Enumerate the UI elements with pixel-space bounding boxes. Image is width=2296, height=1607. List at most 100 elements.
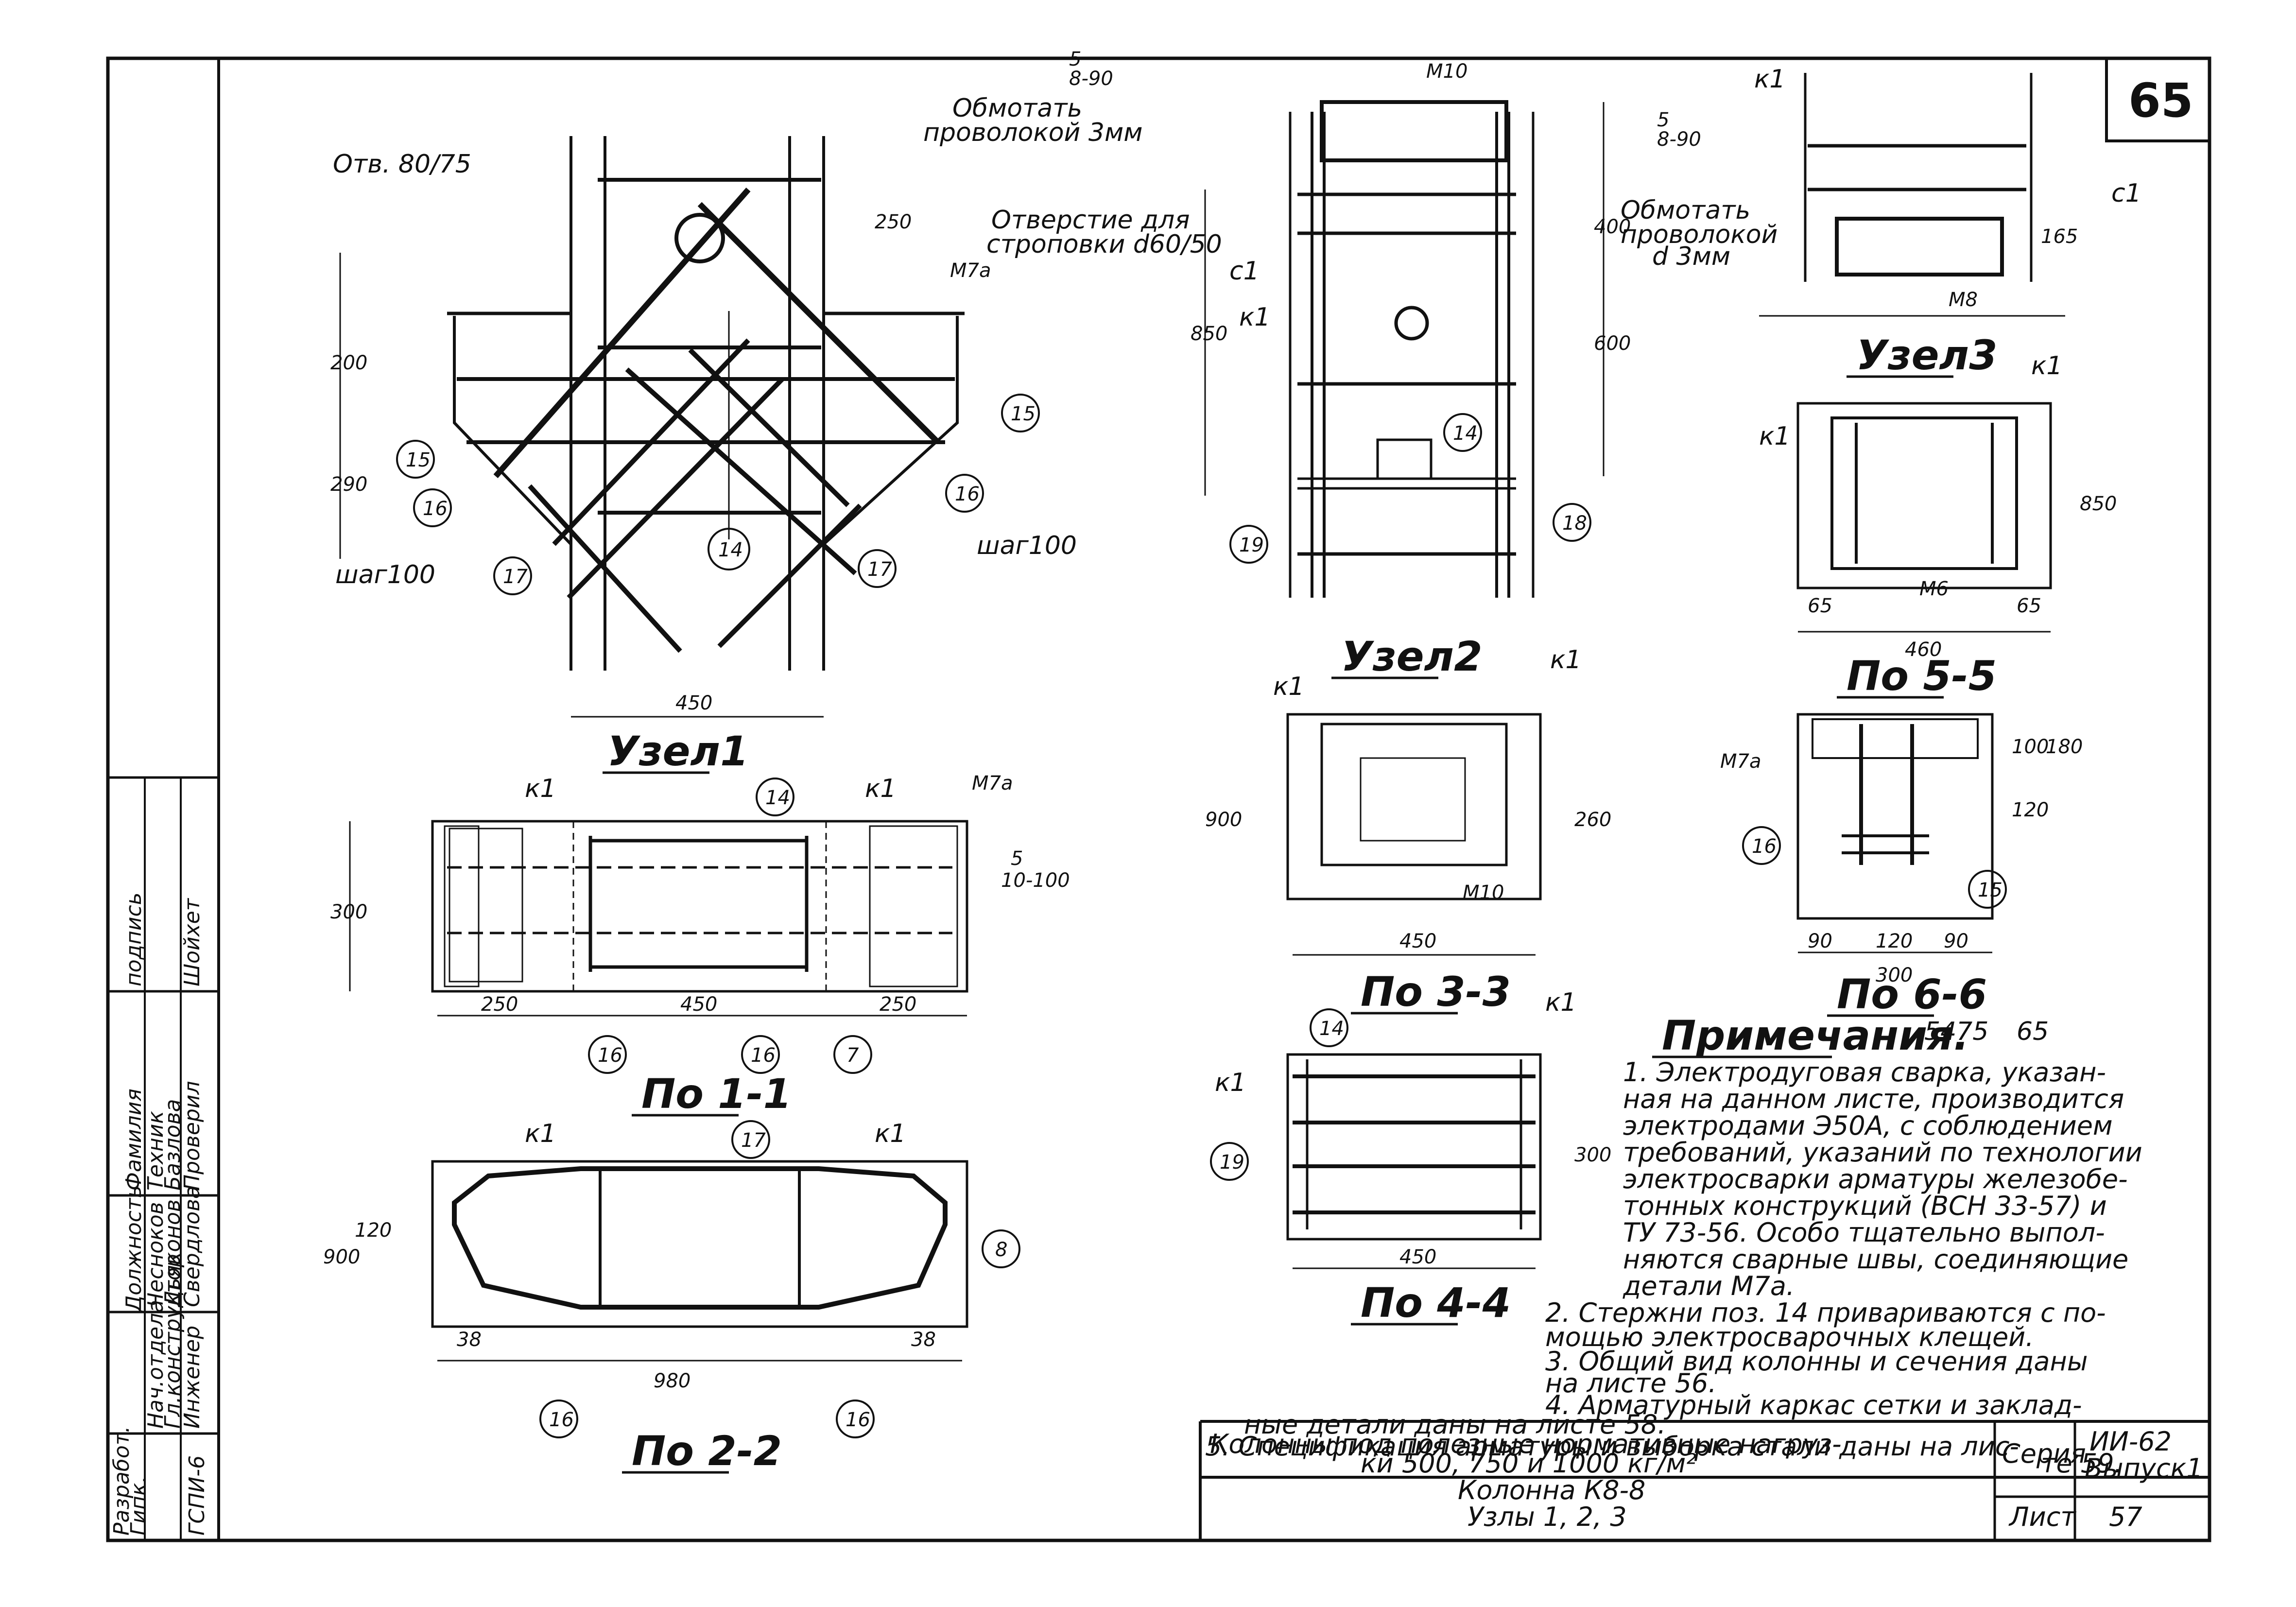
subtitle-line-1: Колонна К8-8 (1458, 1475, 1645, 1505)
label-k1-po33b: к1 (1545, 988, 1577, 1017)
label-m7-main: М7а (950, 259, 991, 282)
note-4b: ные детали даны на листе 58. (1244, 1409, 1666, 1440)
note-1c: электродами Э50А, с соблюдением (1623, 1110, 2113, 1141)
pos-19-b: 19 (1220, 1151, 1244, 1174)
callout-14-u1 (756, 778, 794, 816)
label-obmotat-2: Обмотать (1621, 196, 1750, 225)
label-shag100-b: шаг100 (977, 531, 1077, 560)
stamp-row2-pos: Гл.конструктор (160, 1254, 185, 1429)
seria-label: Серия (2002, 1438, 2086, 1469)
label-k1-u3b: к1 (2031, 351, 2063, 380)
note-4a: 4. Арматурный каркас сетки и заклад- (1545, 1390, 2082, 1420)
pos-16-f: 16 (846, 1409, 870, 1431)
callout-14-po33 (1310, 1008, 1348, 1047)
pos-14-b: 14 (765, 787, 790, 809)
pos-15-a: 15 (1011, 403, 1036, 425)
note-3b: на листе 56. (1545, 1368, 1717, 1399)
dim-300-po33: 300 (1574, 1144, 1611, 1166)
stamp-row2-name: Дьяконов (160, 1199, 185, 1308)
pos-17-a: 17 (503, 566, 528, 588)
callout-16-po55 (1742, 826, 1781, 865)
dim-38-po11b: 38 (911, 1329, 936, 1351)
dim-120-po11: 120 (355, 1219, 392, 1242)
stamp-row1-pos: Нач.отдела (143, 1300, 168, 1429)
tracking-number: 5475 (1924, 1017, 1988, 1046)
dim-200-main: 200 (330, 352, 367, 374)
stamp-header-fam: Фамилия (121, 1089, 146, 1191)
view-title-po66: По 6-6 (1837, 970, 1987, 1018)
note-2b: мощью электросварочных клещей. (1545, 1322, 2034, 1352)
note-5b: те 59. (2041, 1448, 2123, 1479)
label-m8-tr: М8 (1949, 289, 1978, 311)
dim-250-main: 250 (875, 211, 912, 233)
dim-250-u1-right: 250 (880, 993, 916, 1016)
callout-19-side (1229, 525, 1268, 564)
dim-165-tr: 165 (2041, 225, 2078, 248)
weld-side-bot: 8-90 (1069, 68, 1113, 90)
stamp-header-podp: подпись (121, 892, 146, 986)
callout-14-main (708, 528, 750, 570)
dim-300-u1: 300 (330, 901, 367, 923)
po33-drawing (1286, 1012, 1542, 1269)
pos-16-e: 16 (549, 1409, 574, 1431)
main-section-drawing (339, 136, 965, 718)
label-m7-po55: М7а (1720, 750, 1761, 773)
notes-block: 1. Электродуговая сварка, указан- ная на… (1205, 1057, 2142, 1479)
note-1g: ТУ 73-56. Особо тщательно выпол- (1623, 1217, 2105, 1248)
stamp-row4-pos: Техник (143, 1111, 168, 1191)
label-k1-u1b: к1 (865, 774, 897, 803)
uzel3-drawing (1796, 375, 2052, 633)
callout-16-po11b (836, 1400, 875, 1438)
label-k1-side: к1 (1239, 303, 1271, 332)
label-k1-po33a: к1 (1215, 1068, 1246, 1097)
list-value: 57 (2109, 1502, 2142, 1532)
dim-90-po55b: 90 (1944, 930, 1968, 952)
seria-value-2: Выпуск1 (2085, 1453, 2203, 1484)
label-s1-tr: с1 (2111, 179, 2141, 208)
side-elevation-drawing (1204, 100, 1605, 598)
dim-260-u2: 260 (1574, 809, 1611, 831)
stamp-org-1: Разработ. (109, 1426, 134, 1536)
dim-450-po33: 450 (1399, 1246, 1436, 1268)
dim-850-side: 850 (1191, 323, 1227, 345)
pos-16-d: 16 (751, 1044, 776, 1067)
label-m6-u3: М6 (1919, 578, 1949, 600)
callout-8-po11 (982, 1229, 1020, 1268)
weld-tr-top: 5 (1657, 109, 1669, 131)
label-obmotat-2b: проволокой (1621, 220, 1778, 249)
note-1a: 1. Электродуговая сварка, указан- (1623, 1057, 2106, 1088)
title-block (1199, 1420, 2211, 1542)
view-title-po55: По 5-5 (1847, 652, 1997, 700)
stamp-row1-name: Чесноков (143, 1202, 168, 1307)
stamp-header-dolzh: Должность (121, 1186, 146, 1313)
weld-tr-bot: 8-90 (1657, 128, 1701, 151)
label-m7-u1: М7а (972, 772, 1013, 795)
view-title-uzel1: Узел1 (607, 727, 749, 775)
dim-850-u3: 850 (2080, 493, 2117, 515)
dim-250-u1-left: 250 (481, 993, 518, 1016)
view-title-po11: По 1-1 (641, 1070, 792, 1118)
stamp-org-3: ГСПИ-6 (185, 1455, 209, 1536)
uzel2-drawing (1286, 676, 1542, 956)
dim-450-u2: 450 (1399, 930, 1436, 952)
label-k1-tr: к1 (1754, 65, 1786, 94)
dim-90-po55a: 90 (1808, 930, 1832, 952)
pos-17-b: 17 (867, 558, 892, 581)
weld-side-top: 5 (1069, 48, 1081, 70)
stamp-row5-name: Шойхет (180, 898, 205, 986)
label-otverstie-1: Отверстие для (991, 206, 1190, 235)
note-1i: детали М7а. (1623, 1271, 1795, 1301)
note-2a: 2. Стержни поз. 14 привариваются с по- (1545, 1297, 2106, 1328)
callout-14-side (1443, 413, 1482, 452)
dim-450-main: 450 (675, 692, 712, 714)
weld-u1-bot: 10-100 (1001, 869, 1070, 892)
callout-19-po33 (1210, 1142, 1249, 1181)
callout-18-side (1553, 503, 1591, 542)
view-title-po44: По 4-4 (1361, 1279, 1511, 1327)
pos-17-c: 17 (741, 1129, 766, 1152)
dim-120-po55b: 120 (1876, 930, 1913, 952)
label-k1-u2a: к1 (1273, 672, 1305, 701)
dim-290-main: 290 (330, 473, 367, 496)
dim-600-side: 600 (1594, 332, 1631, 355)
